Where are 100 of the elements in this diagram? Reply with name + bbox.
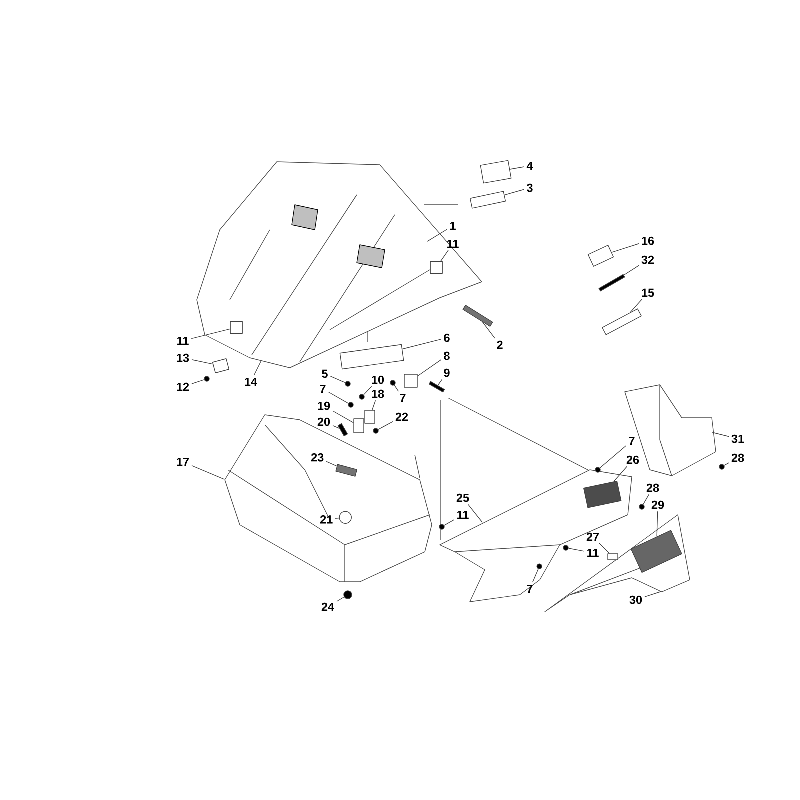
- side-panel: [624, 384, 716, 476]
- callout-number: 12: [177, 382, 190, 392]
- callout-number: 13: [177, 354, 190, 362]
- leader-line: [724, 462, 730, 466]
- screw: [563, 545, 569, 551]
- bracket: [340, 344, 404, 370]
- callout-number: 11: [588, 548, 599, 558]
- screw: [598, 274, 626, 292]
- bracket: [404, 374, 418, 388]
- callout-number: 17: [177, 458, 190, 466]
- screw: [439, 524, 445, 530]
- leader-line: [418, 360, 442, 377]
- leader-line: [504, 189, 525, 196]
- screw: [639, 504, 645, 510]
- plate: [212, 358, 230, 374]
- callout-number: 9: [444, 368, 450, 378]
- callout-number: 29: [652, 500, 664, 510]
- callout-number: 16: [642, 236, 654, 246]
- clip: [588, 245, 614, 267]
- callout-number: 28: [732, 454, 744, 462]
- cap: [339, 511, 352, 524]
- leader-line: [402, 339, 442, 350]
- leader-line: [191, 328, 231, 340]
- leader-line: [510, 166, 525, 170]
- callout-number: 22: [396, 412, 408, 422]
- leader-line: [614, 466, 628, 482]
- leader-line: [444, 520, 455, 526]
- callout-number: 7: [400, 394, 406, 402]
- callout-number: 27: [586, 532, 600, 542]
- badge: [230, 321, 243, 334]
- leader-line: [332, 410, 354, 424]
- leader-line: [254, 360, 262, 376]
- leader-line: [394, 385, 400, 392]
- leader-line: [612, 244, 640, 253]
- leader-line: [468, 504, 483, 523]
- screw: [359, 394, 365, 400]
- screw: [345, 381, 351, 387]
- decal: [336, 464, 358, 477]
- leader-line: [192, 380, 205, 384]
- callout-number: 21: [320, 516, 333, 524]
- leader-line: [335, 518, 340, 519]
- strap: [602, 308, 642, 336]
- leader-line: [600, 446, 627, 468]
- callout-number: 23: [311, 453, 324, 462]
- plug: [344, 590, 352, 600]
- vent-frame: [470, 191, 506, 209]
- leader-line: [364, 386, 372, 396]
- leader-line: [624, 265, 640, 276]
- callout-number: 7: [527, 584, 533, 594]
- leader-line: [482, 322, 496, 339]
- callout-number: 31: [732, 434, 744, 444]
- callout-number: 28: [646, 484, 660, 492]
- screw: [373, 428, 379, 434]
- rod: [462, 305, 494, 327]
- decal: [584, 480, 622, 508]
- callout-number: 18: [372, 390, 384, 398]
- leader-line: [336, 596, 345, 602]
- screw: [595, 467, 601, 473]
- decal: [630, 530, 682, 574]
- bracket: [608, 554, 618, 560]
- callout-number: 6: [444, 334, 450, 342]
- leader-line: [438, 379, 443, 386]
- callout-number: 4: [526, 162, 534, 170]
- callout-number: 30: [630, 596, 642, 604]
- vent-cover: [480, 160, 512, 184]
- pin: [428, 381, 446, 393]
- callout-number: 7: [320, 384, 326, 394]
- callout-number: 3: [527, 184, 533, 192]
- bracket: [364, 410, 376, 424]
- callout-number: 26: [626, 456, 640, 464]
- screw: [348, 402, 354, 408]
- leader-line: [656, 511, 658, 538]
- badge: [430, 261, 443, 274]
- leader-line: [330, 376, 346, 384]
- screw: [719, 464, 725, 470]
- callout-number: 24: [322, 602, 334, 612]
- leader-line: [440, 250, 449, 262]
- screw: [204, 376, 210, 382]
- leader-line: [630, 299, 642, 313]
- leader-line: [326, 461, 338, 467]
- callout-number: 19: [318, 402, 330, 410]
- callout-number: 10: [372, 376, 384, 384]
- hood: [196, 162, 482, 368]
- leader-line: [192, 360, 214, 365]
- callout-number: 11: [448, 240, 459, 248]
- callout-number: 32: [642, 256, 654, 264]
- leader-line: [192, 465, 225, 480]
- callout-number: 15: [642, 288, 654, 298]
- leader-line: [712, 432, 730, 438]
- leader-line: [599, 543, 610, 554]
- leader-line: [532, 568, 539, 583]
- callout-number: 14: [245, 378, 258, 386]
- leader-line: [427, 229, 448, 242]
- leader-line: [378, 421, 394, 430]
- callout-number: 7: [629, 436, 635, 446]
- callout-number: 11: [178, 336, 189, 346]
- callout-number: 8: [444, 352, 450, 360]
- leader-line: [332, 425, 340, 429]
- leader-line: [372, 400, 376, 410]
- callout-number: 25: [456, 494, 470, 502]
